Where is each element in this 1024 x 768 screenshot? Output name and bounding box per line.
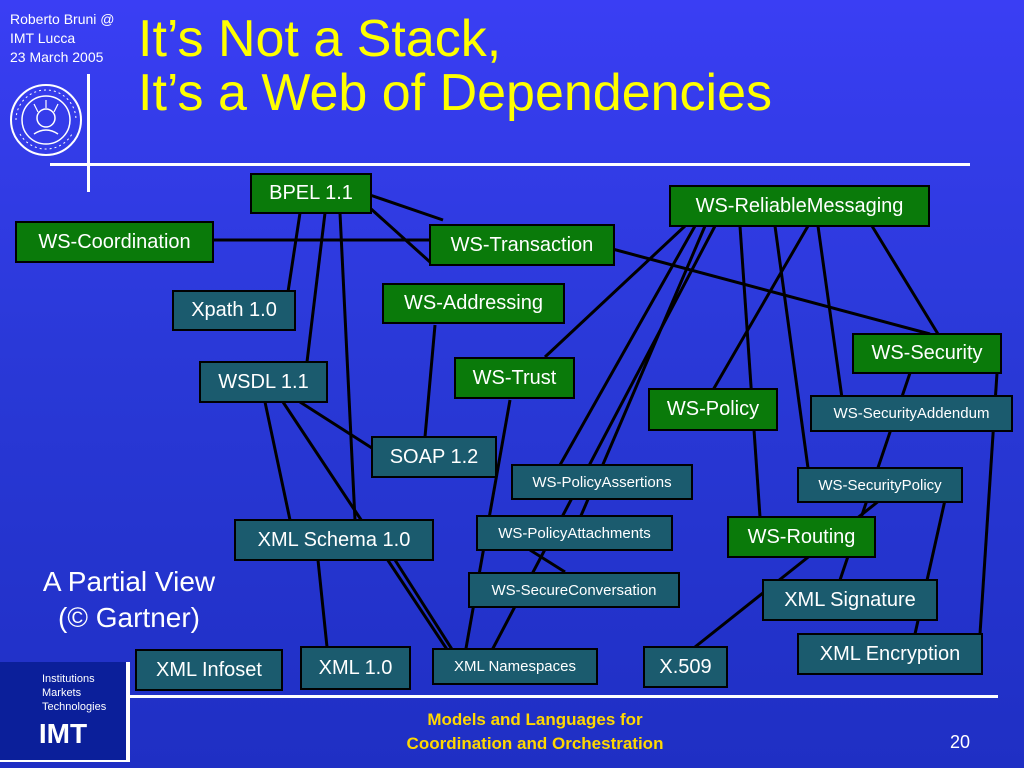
node-xpath: Xpath 1.0 (172, 290, 296, 331)
node-ws-trust: WS-Trust (454, 357, 575, 399)
node-xml-encryption: XML Encryption (797, 633, 983, 675)
node-xml-infoset: XML Infoset (135, 649, 283, 691)
node-x509: X.509 (643, 646, 728, 688)
slide-title: It’s Not a Stack, It’s a Web of Dependen… (138, 12, 772, 120)
logo-name: IMT (38, 718, 88, 749)
footer-title-line2: Coordination and Orchestration (406, 734, 664, 753)
header-vertical-divider (87, 74, 90, 192)
footer-title: Models and Languages for Coordination an… (330, 708, 740, 756)
node-soap: SOAP 1.2 (371, 436, 497, 478)
node-bpel: BPEL 1.1 (250, 173, 372, 214)
logo-tagline-line3: Technologies (42, 701, 107, 713)
caption-line1: A Partial View (42, 566, 216, 597)
caption-line2: (© Gartner) (58, 602, 200, 633)
logo-tagline-line1: Institutions (42, 673, 95, 685)
logo-tagline-line2: Markets (42, 687, 82, 699)
diagram-caption: A Partial View (© Gartner) (0, 564, 258, 636)
slide-title-line1: It’s Not a Stack, (138, 10, 502, 68)
node-xml-signature: XML Signature (762, 579, 938, 621)
node-ws-secureconversation: WS-SecureConversation (468, 572, 680, 608)
node-ws-coordination: WS-Coordination (15, 221, 214, 263)
node-ws-policy: WS-Policy (648, 388, 778, 431)
node-ws-routing: WS-Routing (727, 516, 876, 558)
node-ws-securitypolicy: WS-SecurityPolicy (797, 467, 963, 503)
logo-tagline: Institutions Markets Technologies (42, 672, 106, 714)
node-xml-namespaces: XML Namespaces (432, 648, 598, 685)
node-wsdl: WSDL 1.1 (199, 361, 328, 403)
node-ws-security: WS-Security (852, 333, 1002, 374)
node-ws-policyassertions: WS-PolicyAssertions (511, 464, 693, 500)
author-name: Roberto Bruni @ (10, 11, 115, 27)
node-ws-addressing: WS-Addressing (382, 283, 565, 324)
university-seal-icon (10, 84, 82, 156)
header-horizontal-divider (50, 163, 970, 166)
footer-title-line1: Models and Languages for (427, 710, 643, 729)
author-info: Roberto Bruni @ IMT Lucca 23 March 2005 (10, 10, 114, 67)
page-number: 20 (950, 732, 971, 752)
footer-divider (130, 695, 998, 698)
node-ws-reliablemessaging: WS-ReliableMessaging (669, 185, 930, 227)
author-date: 23 March 2005 (10, 49, 104, 65)
node-ws-transaction: WS-Transaction (429, 224, 615, 266)
imt-logo: Institutions Markets Technologies IMT (0, 662, 130, 762)
author-institution: IMT Lucca (10, 30, 76, 46)
node-ws-policyattachments: WS-PolicyAttachments (476, 515, 673, 551)
node-xml-schema: XML Schema 1.0 (234, 519, 434, 561)
node-ws-securityaddendum: WS-SecurityAddendum (810, 395, 1013, 432)
slide-title-line2: It’s a Web of Dependencies (138, 64, 773, 122)
node-xml-10: XML 1.0 (300, 646, 411, 690)
